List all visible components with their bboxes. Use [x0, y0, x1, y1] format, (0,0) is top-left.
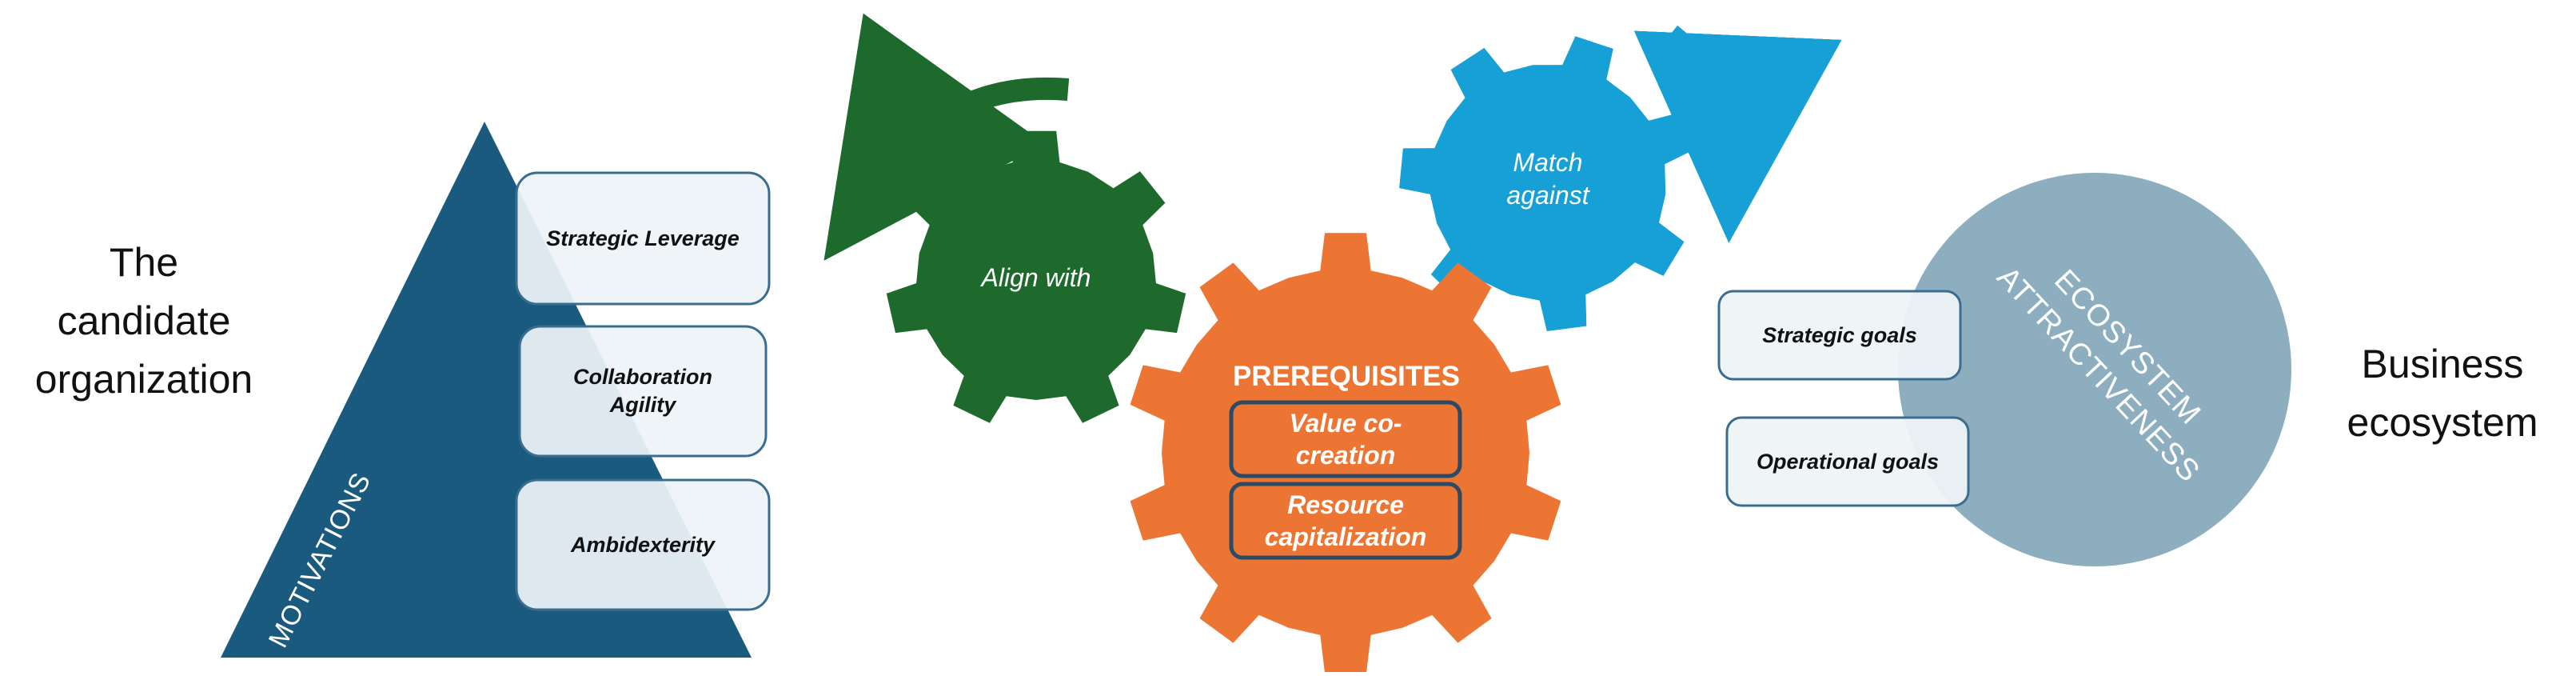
goal-box-operational: Operational goals [1725, 416, 1970, 507]
ecosystem-circle [1898, 173, 2291, 566]
prereq-box [1229, 400, 1462, 478]
prereq-gear-shape [1130, 233, 1561, 673]
match-label-line-1: Match [1513, 148, 1582, 177]
prerequisites-gear: PREREQUISITES Value co- creation Resourc… [1130, 233, 1561, 673]
left-label-line-2: candidate [58, 298, 231, 343]
prereq-label-line-2: creation [1296, 441, 1395, 470]
motivation-label: Strategic Leverage [546, 226, 740, 250]
curved-arrow-left-icon [823, 13, 1070, 261]
prereq-box-value-cocreation: Value co- creation [1229, 400, 1462, 478]
motivation-label-line-2: Agility [609, 393, 677, 417]
motivation-label: Ambidexterity [570, 533, 716, 557]
curved-arrow-down-icon [1633, 25, 1842, 243]
business-ecosystem-label: Business ecosystem [2347, 342, 2538, 445]
motivation-box-strategic-leverage: Strategic Leverage [515, 171, 771, 306]
ecosystem-attractiveness: ECOSYSTEM ATTRACTIVENESS Strategic goals… [1717, 173, 2291, 566]
left-label-line-3: organization [35, 357, 253, 402]
align-gear-shape [886, 130, 1186, 423]
prereq-box [1229, 482, 1462, 560]
motivation-box-ambidexterity: Ambidexterity [515, 478, 771, 611]
right-label-line-2: ecosystem [2347, 400, 2538, 445]
prereq-label-line-1: Value co- [1289, 409, 1402, 438]
match-label-line-2: against [1506, 181, 1589, 210]
candidate-organization-label: The candidate organization [35, 240, 253, 402]
motivation-box [515, 478, 771, 611]
goal-box-strategic: Strategic goals [1717, 290, 1962, 381]
goal-label: Strategic goals [1762, 323, 1917, 347]
prerequisites-title: PREREQUISITES [1233, 361, 1460, 392]
prereq-label-line-1: Resource [1287, 490, 1404, 519]
goal-box [1717, 290, 1962, 381]
motivation-box [518, 325, 768, 458]
motivation-box-collaboration-agility: Collaboration Agility [518, 325, 768, 458]
align-with-gear: Align with [886, 130, 1186, 423]
motivation-box [515, 171, 771, 306]
goal-label: Operational goals [1757, 450, 1939, 474]
prereq-box-resource-capitalization: Resource capitalization [1229, 482, 1462, 560]
prereq-label-line-2: capitalization [1265, 522, 1427, 551]
match-against-gear: Match against [1399, 36, 1693, 331]
left-label-line-1: The [110, 240, 178, 285]
match-gear-shape [1399, 36, 1693, 331]
right-label-line-1: Business [2362, 342, 2524, 386]
motivations-pyramid: MOTIVATIONS Strategic Leverage Collabora… [221, 122, 771, 658]
motivation-label-line-1: Collaboration [573, 365, 712, 389]
goal-box [1725, 416, 1970, 507]
align-with-label: Align with [980, 263, 1091, 292]
